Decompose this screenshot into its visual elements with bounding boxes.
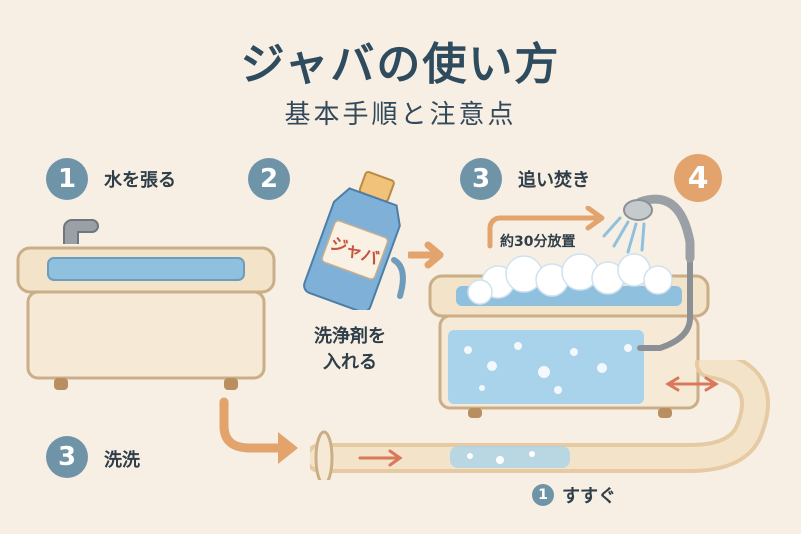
step-2-label-line1: 洗浄剤を (314, 326, 386, 347)
step-2-label: 洗浄剤を 入れる (300, 322, 400, 374)
arrow-down-right-icon (219, 397, 298, 464)
step-wash-label: 洗洗 (104, 450, 140, 471)
step-2-label-line2: 入れる (323, 352, 377, 373)
step-wash-badge: 3 (46, 436, 88, 478)
foam-bubbles (467, 253, 673, 305)
page-title: ジャバの使い方 (240, 39, 561, 90)
step-3-badge: 3 (460, 158, 502, 200)
arrow-right-icon (408, 241, 444, 269)
step-rinse-badge: 1 (532, 484, 554, 506)
circulate-arrow-icon (487, 206, 605, 249)
step-2-badge: 2 (248, 158, 290, 200)
drain-pipe-illustration (310, 360, 770, 480)
bathtub-illustration (16, 219, 276, 390)
shower-head-illustration (602, 194, 695, 351)
pouring-liquid (391, 257, 406, 299)
faucet-icon (63, 219, 99, 244)
step-4-badge: 4 (674, 154, 722, 202)
step-rinse-label: すすぐ (562, 486, 616, 507)
water-surface (47, 257, 245, 281)
page-subtitle: 基本手順と注意点 (284, 100, 517, 130)
timer-label: 約30分放置 (500, 234, 576, 250)
water-spray (602, 216, 646, 254)
detergent-bottle-illustration: ジャバ (303, 170, 406, 310)
reheat-bathtub-illustration (428, 253, 710, 418)
step-1-label: 水を張る (104, 170, 176, 191)
shower-hose (637, 255, 693, 351)
step-3-label: 追い焚き (518, 170, 590, 191)
step-1-badge: 1 (46, 158, 88, 200)
